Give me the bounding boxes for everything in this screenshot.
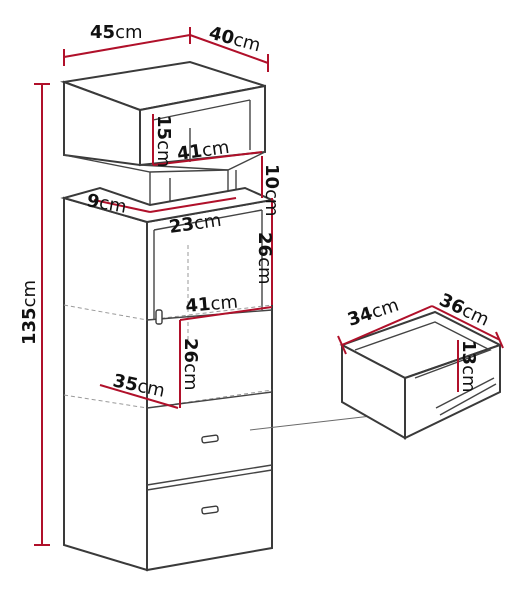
label-lower-shelf-height: 26cm (180, 338, 201, 391)
label-height: 135cm (19, 280, 40, 345)
label-top-niche-width: 41cm (176, 137, 231, 165)
dimension-labels: 45cm 40cm 135cm 15cm 41cm 10cm 9cm 23cm … (19, 22, 492, 402)
main-cabinet (60, 186, 276, 572)
label-gap-width: 23cm (168, 210, 223, 238)
detached-drawer (339, 310, 503, 440)
label-gap-height: 10cm (261, 164, 282, 217)
label-width: 45cm (90, 22, 143, 43)
label-gap-depth: 9cm (85, 190, 128, 218)
label-drawer-height: 13cm (458, 340, 479, 393)
drawer-leader-line (249, 414, 381, 431)
label-drawer-width: 34cm (345, 295, 401, 331)
label-depth: 40cm (207, 23, 263, 57)
cabinet-drawer-fronts (146, 391, 273, 515)
label-top-niche-height: 15cm (153, 115, 174, 168)
dimension-lines (34, 27, 504, 546)
label-shelf-width: 41cm (185, 291, 239, 316)
label-upper-shelf-height: 26cm (254, 232, 275, 285)
